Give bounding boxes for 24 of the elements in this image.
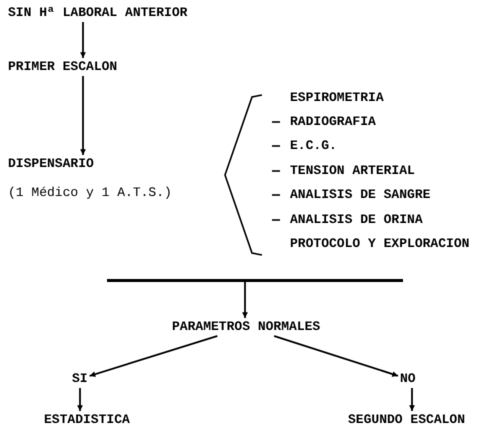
- node-label: PRIMER ESCALON: [8, 59, 118, 75]
- arrow: [89, 335, 218, 377]
- arrow: [80, 76, 86, 155]
- list-item: RADIOGRAFIA: [290, 114, 376, 130]
- list-item: ANALISIS DE SANGRE: [290, 187, 430, 203]
- arrow: [80, 22, 86, 58]
- node-label: DISPENSARIO: [8, 156, 95, 172]
- divider-bar: [107, 279, 403, 282]
- list-item: ESPIROMETRIA: [290, 90, 384, 106]
- node-label: NO: [400, 371, 416, 387]
- node-note: (1 Médico y 1 A.T.S.): [8, 185, 172, 201]
- list-item: TENSION ARTERIAL: [290, 163, 415, 179]
- list-item: ANALISIS DE ORINA: [290, 212, 423, 228]
- node-label: PARAMETROS NORMALES: [172, 319, 320, 335]
- node-label: ESTADISTICA: [44, 412, 130, 428]
- node-label: SI: [72, 371, 88, 387]
- arrow: [274, 335, 398, 377]
- arrow: [77, 388, 83, 411]
- node-label: SIN Hª LABORAL ANTERIOR: [8, 5, 188, 21]
- arrow: [409, 388, 415, 411]
- node-label: SEGUNDO ESCALON: [348, 412, 466, 428]
- list-item: E.C.G.: [290, 138, 337, 154]
- list-item: PROTOCOLO Y EXPLORACION: [290, 236, 470, 252]
- arrow: [242, 282, 248, 318]
